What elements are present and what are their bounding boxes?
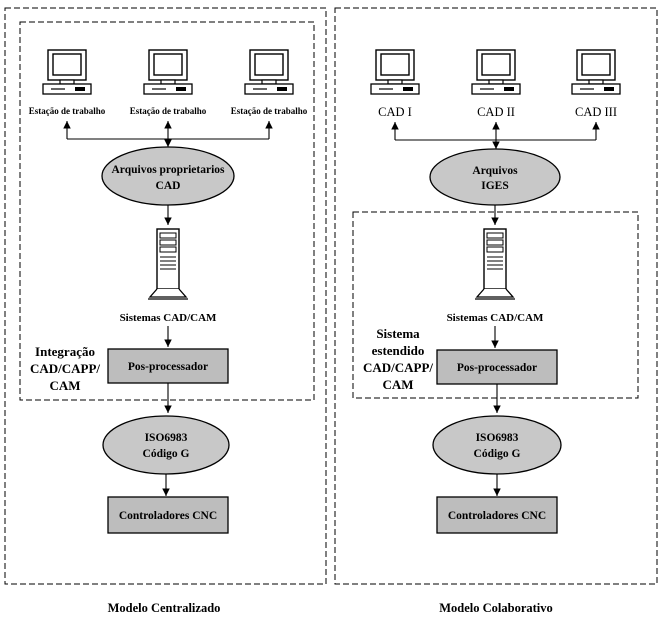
left-server-label: Sistemas CAD/CAM [120,312,217,324]
workstation-1-label: Estação de trabalho [29,106,106,116]
left-iso-ellipse [102,415,230,475]
right-files-line1: Arquivos [472,165,518,177]
left-group-label-1: Integração [35,344,95,359]
right-caption: Modelo Colaborativo [439,601,553,615]
left-iso-line2: Código G [143,448,190,460]
right-server-icon [474,228,516,300]
left-files-ellipse [101,146,235,206]
cad-1-icon [370,49,420,95]
right-iso-line1: ISO6983 [476,432,519,444]
right-cnc-box [436,496,558,534]
left-cnc-box [107,496,229,534]
left-outer-frame [4,7,327,585]
left-server-icon [147,228,189,300]
right-group-label-3: CAD/CAPP/ [363,360,433,375]
right-files-line2: IGES [481,180,509,192]
left-panel: Estação de trabalho Estação de trabalho … [4,7,327,615]
right-extended-frame [352,211,639,399]
cad-2-label: CAD II [477,105,515,119]
left-group-label-3: CAM [49,378,80,393]
right-cnc-label: Controladores CNC [448,510,546,522]
left-group-label-2: CAD/CAPP/ [30,361,100,376]
right-group-label-2: estendido [372,343,425,358]
workstation-3-label: Estação de trabalho [231,106,308,116]
right-iso-line2: Código G [474,448,521,460]
right-postproc-label: Pos-processador [457,362,537,374]
left-iso-line1: ISO6983 [145,432,188,444]
workstation-1-icon [42,49,92,95]
right-server-label: Sistemas CAD/CAM [447,312,544,324]
left-integration-frame [19,21,315,401]
left-files-line2: CAD [156,180,181,192]
workstation-3-icon [244,49,294,95]
cad-1-label: CAD I [378,105,412,119]
right-group-label-1: Sistema [376,326,420,341]
right-panel: CAD I CAD II CAD III Arquivos IGES Siste… [334,7,658,615]
cad-2-icon [471,49,521,95]
right-iso-ellipse [432,415,562,475]
left-postproc-label: Pos-processador [128,361,208,373]
cad-3-icon [571,49,621,95]
left-files-line1: Arquivos proprietarios [112,164,226,176]
workstation-2-label: Estação de trabalho [130,106,207,116]
right-postproc-box [436,349,558,385]
left-cnc-label: Controladores CNC [119,510,217,522]
right-files-ellipse [429,148,561,206]
right-outer-frame [334,7,658,585]
workstation-2-icon [143,49,193,95]
right-group-label-4: CAM [382,377,413,392]
cad-3-label: CAD III [575,105,617,119]
left-caption: Modelo Centralizado [108,601,221,615]
